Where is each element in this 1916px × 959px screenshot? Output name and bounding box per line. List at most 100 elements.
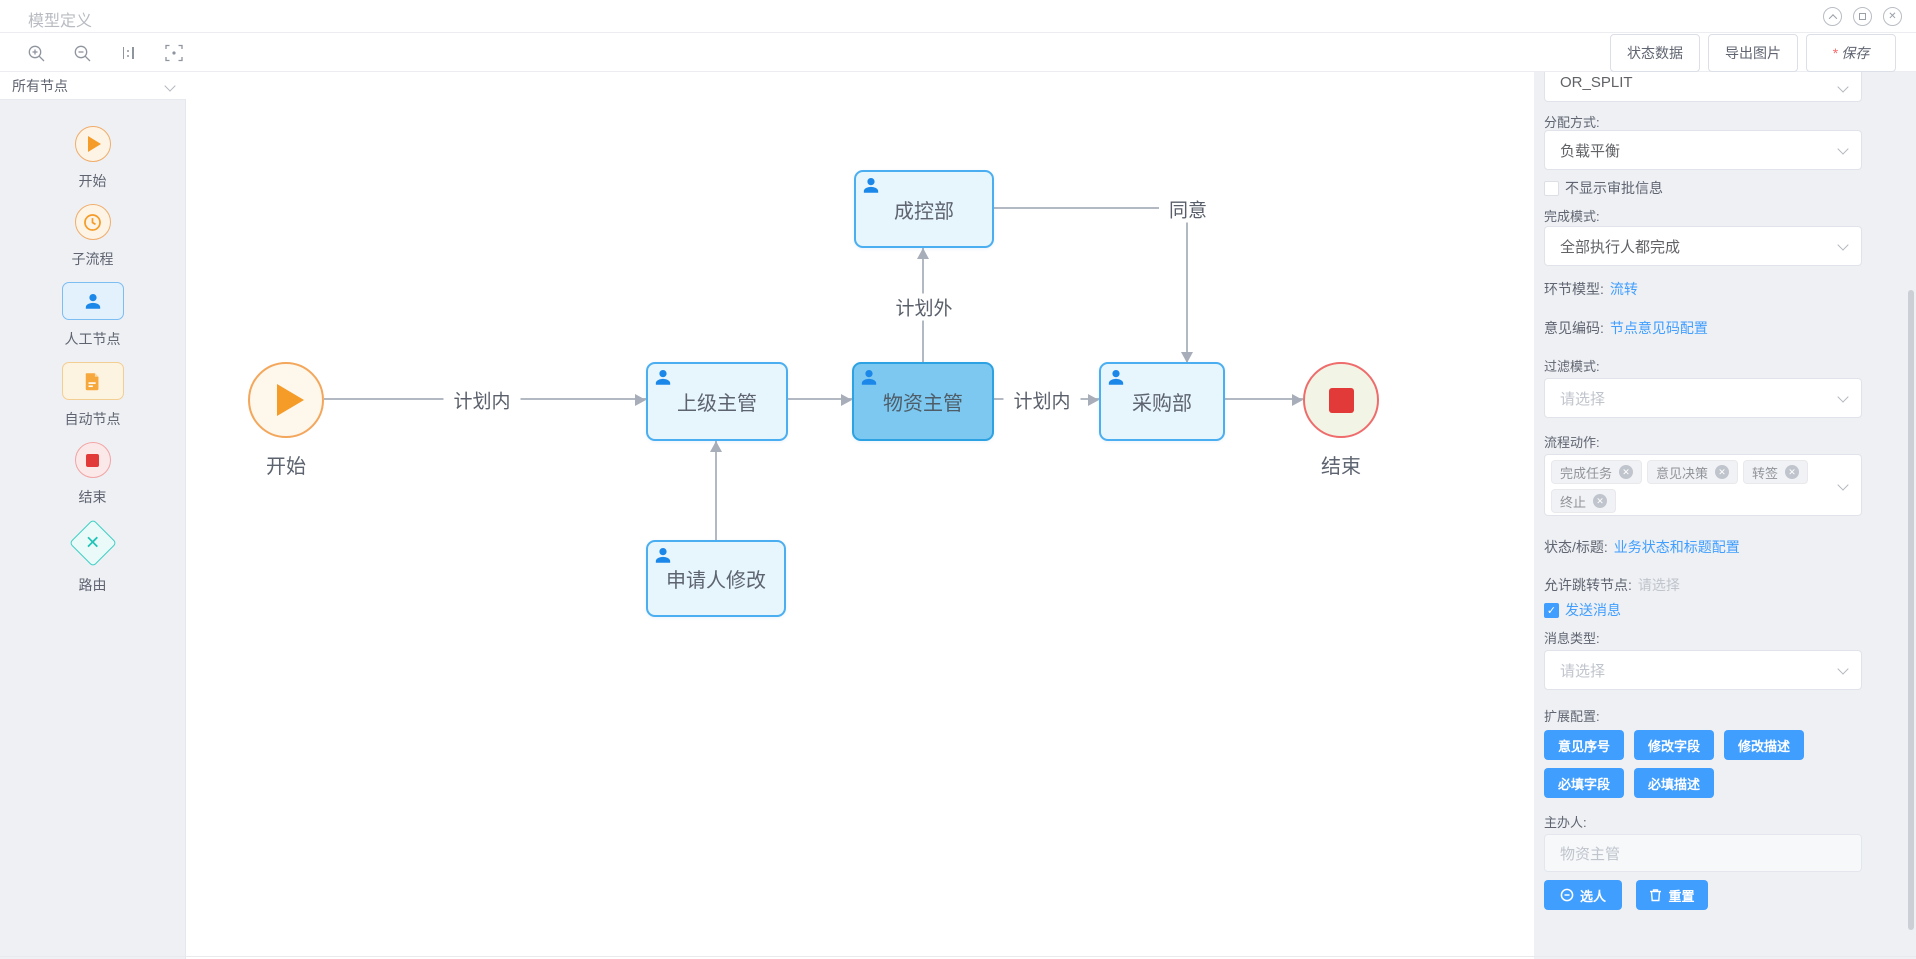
jump-nodes-select[interactable]: 请选择 (1637, 577, 1680, 593)
toolbar-buttons: 状态数据 导出图片 *保存 (1610, 34, 1896, 72)
status-title-row: 状态/标题: 业务状态和标题配置 (1544, 539, 1740, 555)
person-icon (85, 294, 100, 309)
circle-minus-icon (1560, 888, 1574, 902)
link-model-link[interactable]: 流转 (1609, 281, 1638, 297)
flow-edge-label[interactable]: 计划内 (443, 386, 521, 414)
palette-item-label: 结束 (78, 489, 107, 505)
status-data-button[interactable]: 状态数据 (1610, 34, 1700, 72)
node-palette-sidebar: 所有节点 开始子流程人工节点自动节点结束 ✕路由 (0, 72, 186, 959)
ext-config-buttons: 意见序号修改字段修改描述必填字段必填描述 (1544, 730, 1844, 798)
chevron-up-icon (1828, 13, 1837, 23)
node-filter-select[interactable]: 所有节点 (0, 72, 186, 100)
flow-node-supervisor[interactable]: 上级主管 (646, 362, 788, 441)
flow-edge-label[interactable]: 同意 (1158, 195, 1218, 223)
zoom-tools (26, 34, 184, 72)
palette-item-route[interactable]: ✕路由 (68, 518, 117, 595)
fit-view-icon[interactable] (164, 43, 184, 63)
organizer-input[interactable]: 物资主管 (1544, 834, 1862, 872)
split-type-select[interactable]: OR_SPLIT (1544, 72, 1862, 102)
hide-approval-checkbox[interactable] (1544, 180, 1559, 196)
palette-item-end[interactable]: 结束 (74, 442, 111, 507)
flow-node-label: 申请人修改 (666, 570, 766, 592)
manual-node-icon (61, 282, 124, 320)
flow-node-label: 物资主管 (883, 393, 963, 415)
flow-actions-multiselect[interactable]: 完成任务✕意见决策✕转签✕终止✕ (1544, 454, 1862, 516)
ext-config-button[interactable]: 意见序号 (1544, 730, 1624, 760)
filter-mode-label: 过滤模式: (1544, 359, 1600, 374)
auto-node-icon (61, 362, 124, 400)
tag-close-icon[interactable]: ✕ (1593, 494, 1608, 508)
flow-edge-arrow (710, 441, 722, 452)
chevron-down-icon (1837, 391, 1849, 403)
opinion-code-link[interactable]: 节点意见码配置 (1609, 320, 1708, 336)
toolbar: 状态数据 导出图片 *保存 (0, 34, 1916, 72)
palette-item-label: 人工节点 (64, 331, 121, 347)
export-image-button[interactable]: 导出图片 (1708, 34, 1798, 72)
minimize-icon[interactable] (1823, 7, 1842, 26)
palette-item-start[interactable]: 开始 (74, 126, 111, 191)
play-icon (277, 384, 304, 416)
ext-config-button[interactable]: 修改字段 (1634, 730, 1714, 760)
ext-config-button[interactable]: 修改描述 (1724, 730, 1804, 760)
route-node-icon: ✕ (68, 518, 117, 568)
send-message-row: ✓ 发送消息 (1544, 600, 1621, 620)
flow-action-tag: 转签✕ (1743, 460, 1809, 484)
zoom-out-icon[interactable] (72, 43, 92, 63)
ext-config-button[interactable]: 必填描述 (1634, 768, 1714, 798)
complete-mode-label: 完成模式: (1544, 209, 1600, 224)
flow-edge-label[interactable]: 计划内 (1003, 386, 1081, 414)
palette-item-manual[interactable]: 人工节点 (61, 282, 124, 349)
flow-node-applicant-modify[interactable]: 申请人修改 (646, 540, 786, 617)
organizer-label: 主办人: (1544, 815, 1587, 830)
flow-edge-arrow (841, 394, 852, 406)
flow-edge-label[interactable]: 计划外 (885, 293, 963, 321)
maximize-icon[interactable] (1853, 7, 1872, 26)
palette-item-auto[interactable]: 自动节点 (61, 362, 124, 429)
palette-items: 开始子流程人工节点自动节点结束 ✕路由 (0, 100, 185, 959)
flow-canvas[interactable]: 计划内 计划内 计划外 同意开始 上级主管 成控部物资主管 采购部结束申请人修改 (187, 72, 1534, 956)
flow-node-label: 开始 (266, 456, 306, 478)
zoom-in-icon[interactable] (26, 43, 46, 63)
flow-edge-segment (715, 441, 717, 540)
person-icon (1108, 370, 1124, 385)
assign-label: 分配方式: (1544, 115, 1600, 130)
flow-edge-arrow (1292, 394, 1303, 406)
panel-scrollbar[interactable] (1908, 290, 1914, 930)
ext-config-button[interactable]: 必填字段 (1544, 768, 1624, 798)
tag-close-icon[interactable]: ✕ (1619, 465, 1634, 479)
chevron-down-icon (1837, 479, 1849, 491)
flow-edge-arrow (635, 394, 646, 406)
tag-close-icon[interactable]: ✕ (1785, 465, 1800, 479)
subprocess-icon (74, 204, 111, 240)
document-icon (85, 372, 99, 390)
one-to-one-icon[interactable] (118, 43, 138, 63)
flow-node-label: 上级主管 (677, 393, 757, 415)
status-title-link[interactable]: 业务状态和标题配置 (1613, 539, 1740, 555)
end-node-icon (74, 442, 111, 478)
assign-select[interactable]: 负载平衡 (1544, 130, 1862, 170)
message-type-select[interactable]: 请选择 (1544, 650, 1862, 690)
stop-icon (1328, 387, 1354, 413)
flow-node-label: 结束 (1321, 456, 1361, 478)
send-message-checkbox[interactable]: ✓ (1544, 602, 1559, 618)
flow-actions-label: 流程动作: (1544, 435, 1600, 450)
window-titlebar: 模型定义 ✕ (0, 0, 1916, 33)
flow-node-material-manager[interactable]: 物资主管 (852, 362, 994, 441)
person-icon (861, 370, 877, 385)
reset-button[interactable]: 重置 (1636, 880, 1708, 910)
save-button[interactable]: *保存 (1806, 34, 1896, 72)
flow-node-start[interactable] (248, 362, 324, 438)
close-icon[interactable]: ✕ (1883, 7, 1902, 26)
flow-node-purchasing[interactable]: 采购部 (1099, 362, 1225, 441)
flow-node-end[interactable] (1303, 362, 1379, 438)
chevron-down-icon (1837, 143, 1849, 155)
complete-mode-select[interactable]: 全部执行人都完成 (1544, 226, 1862, 266)
tag-close-icon[interactable]: ✕ (1715, 465, 1730, 479)
filter-mode-select[interactable]: 请选择 (1544, 378, 1862, 418)
palette-item-subprocess[interactable]: 子流程 (72, 204, 114, 269)
link-model-row: 环节模型: 流转 (1544, 281, 1638, 297)
palette-item-label: 子流程 (71, 251, 114, 267)
flow-node-cost-control[interactable]: 成控部 (854, 170, 994, 248)
pick-person-button[interactable]: 选人 (1544, 880, 1622, 910)
page-title: 模型定义 (28, 13, 93, 30)
